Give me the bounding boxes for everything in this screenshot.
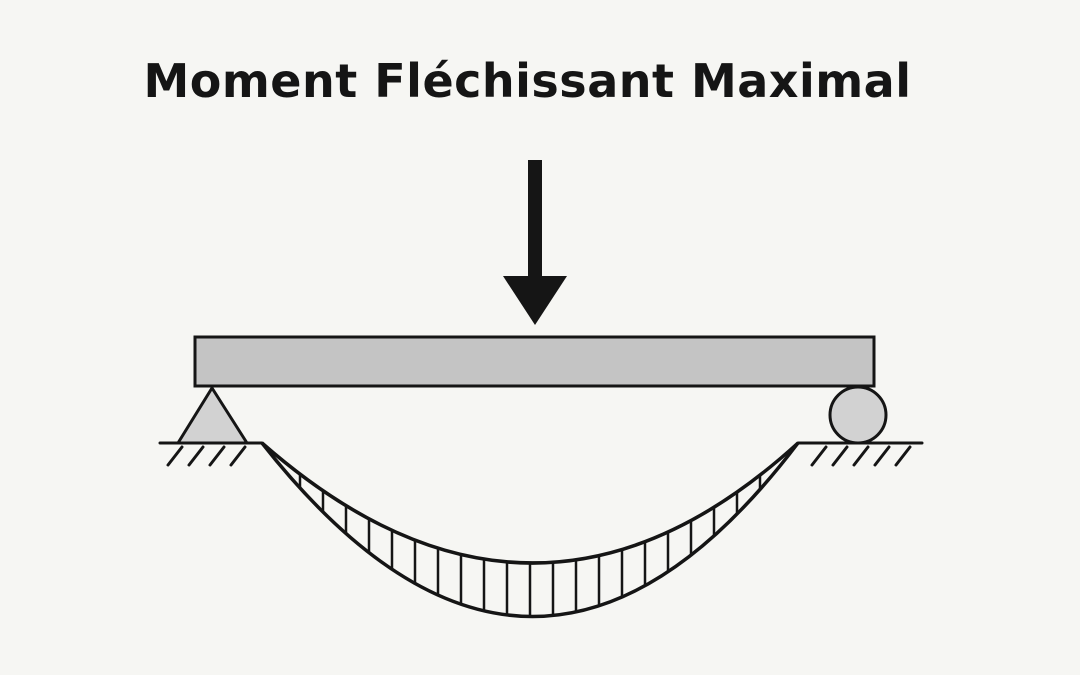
point-load-arrow: [503, 160, 567, 325]
pin-support: [176, 386, 249, 445]
bending-moment-inner-curve: [260, 441, 800, 565]
roller-support: [828, 385, 888, 445]
diagram-title: Moment Fléchissant Maximal: [143, 54, 912, 108]
right-ground: [796, 441, 924, 467]
left-ground: [158, 441, 264, 467]
bending-moment-diagram: [260, 441, 800, 619]
beam: [193, 335, 876, 388]
bending-moment-outer-curve: [260, 441, 800, 619]
